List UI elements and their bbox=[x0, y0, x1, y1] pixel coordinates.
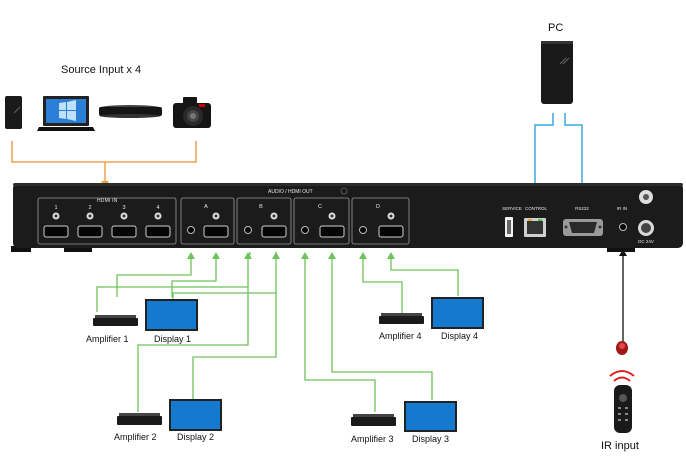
amplifier-4-label: Amplifier 4 bbox=[379, 331, 422, 341]
control-label: CONTROL bbox=[525, 206, 547, 211]
display-4-icon bbox=[431, 297, 484, 329]
ir-input-label: IR input bbox=[601, 440, 639, 452]
ir-in-label: IR IN bbox=[617, 206, 627, 211]
remote-control-icon bbox=[614, 385, 632, 433]
service-label: SERVICE bbox=[502, 206, 522, 211]
ir-arrow-icon bbox=[619, 249, 627, 256]
in-port-label-2: 2 bbox=[88, 205, 91, 211]
camera-icon bbox=[173, 97, 211, 128]
output-arrows bbox=[187, 252, 395, 259]
rs232-label: RS232 bbox=[575, 206, 589, 211]
matrix-rear-panel bbox=[11, 183, 683, 252]
output-links-zone4 bbox=[362, 255, 459, 314]
display-4-label: Display 4 bbox=[441, 331, 479, 341]
hdmi-in-label: HDMI IN bbox=[97, 198, 118, 204]
display-2-icon bbox=[169, 399, 222, 431]
audio-hdmi-out-label: AUDIO / HDMI OUT bbox=[268, 189, 313, 195]
source-tower-icon bbox=[5, 96, 22, 129]
display-1-label: Display 1 bbox=[154, 334, 192, 344]
out-zone-label-a: A bbox=[204, 204, 208, 210]
display-3-icon bbox=[404, 401, 457, 432]
in-port-label-1: 1 bbox=[54, 205, 57, 211]
amplifier-4-icon bbox=[379, 313, 424, 324]
amplifier-3-label: Amplifier 3 bbox=[351, 434, 394, 444]
in-port-label-3: 3 bbox=[122, 205, 125, 211]
ir-signal-icon bbox=[609, 370, 635, 382]
source-input-label: Source Input x 4 bbox=[61, 64, 142, 76]
pc-links bbox=[534, 113, 583, 195]
amplifier-1-label: Amplifier 1 bbox=[86, 334, 129, 344]
source-links bbox=[11, 141, 197, 182]
out-zone-label-b: B bbox=[259, 204, 263, 210]
display-3-label: Display 3 bbox=[412, 434, 450, 444]
out-zone-label-c: C bbox=[318, 204, 322, 210]
laptop-icon bbox=[37, 96, 95, 131]
blu-ray-player-icon bbox=[99, 105, 162, 118]
pc-label: PC bbox=[548, 22, 564, 34]
out-zone-label-d: D bbox=[376, 204, 380, 210]
amplifier-2-label: Amplifier 2 bbox=[114, 432, 157, 442]
display-2-label: Display 2 bbox=[177, 432, 215, 442]
dc-24v-label: DC 24V bbox=[638, 239, 654, 244]
amplifier-2-icon bbox=[117, 413, 162, 425]
ir-receiver-icon bbox=[616, 341, 628, 355]
in-port-label-4: 4 bbox=[156, 205, 159, 211]
amplifier-3-icon bbox=[351, 414, 396, 426]
output-links-zone2 bbox=[137, 287, 277, 412]
display-1-icon bbox=[145, 299, 198, 331]
pc-tower-icon bbox=[541, 41, 573, 104]
amplifier-1-icon bbox=[93, 315, 138, 326]
